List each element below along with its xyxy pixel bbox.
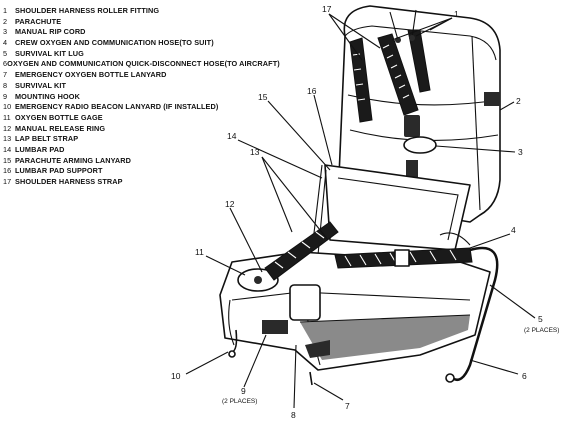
callout-1: 1 bbox=[454, 9, 459, 19]
callout-10: 10 bbox=[171, 371, 181, 381]
legend-label: SURVIVAL KIT LUG bbox=[15, 48, 84, 58]
legend-label: PARACHUTE bbox=[15, 16, 62, 26]
legend-item-1: 1 SHOULDER HARNESS ROLLER FITTING bbox=[3, 6, 273, 17]
legend-label: MANUAL RIP CORD bbox=[15, 27, 86, 37]
callout-9-note: (2 PLACES) bbox=[222, 398, 257, 405]
legend-num: 11 bbox=[3, 112, 11, 122]
legend-num: 8 bbox=[3, 80, 8, 90]
legend-item-2: 2 PARACHUTE bbox=[3, 17, 273, 28]
legend-label: SHOULDER HARNESS STRAP bbox=[15, 177, 123, 186]
legend-label: EMERGENCY OXYGEN BOTTLE LANYARD bbox=[15, 70, 167, 80]
legend-num: 13 bbox=[3, 134, 12, 144]
oxygen-bottle bbox=[289, 284, 321, 321]
legend-label: OXYGEN AND COMMUNICATION QUICK-DISCONNEC… bbox=[7, 59, 280, 69]
callout-8: 8 bbox=[291, 410, 296, 420]
callout-5: 5 bbox=[538, 314, 543, 324]
legend-num: 6 bbox=[3, 59, 8, 69]
legend-item-7: 7 EMERGENCY OXYGEN BOTTLE LANYARD bbox=[3, 70, 273, 81]
callout-3: 3 bbox=[518, 147, 523, 157]
legend-num: 9 bbox=[3, 91, 8, 101]
callout-4: 4 bbox=[511, 225, 516, 235]
legend-label: PARACHUTE ARMING LANYARD bbox=[15, 155, 132, 165]
legend-num: 10 bbox=[3, 102, 12, 112]
rip-cord-handle bbox=[403, 136, 437, 154]
legend-item-8: 8 SURVIVAL KIT bbox=[3, 81, 273, 92]
legend-num: 7 bbox=[3, 70, 8, 80]
legend-num: 17 bbox=[3, 177, 12, 186]
legend-label: MOUNTING HOOK bbox=[15, 91, 80, 101]
legend-item-4: 4 CREW OXYGEN AND COMMUNICATION HOSE(TO S… bbox=[3, 38, 273, 49]
callout-16: 16 bbox=[307, 86, 317, 96]
legend-num: 4 bbox=[3, 38, 8, 48]
legend-label: MANUAL RELEASE RING bbox=[15, 123, 106, 133]
legend-num: 16 bbox=[3, 166, 12, 176]
legend-num: 5 bbox=[3, 48, 8, 58]
callout-labels: 1 2 3 4 5 (2 PLACES) 6 7 8 9 (2 PLACES) … bbox=[171, 4, 559, 420]
callout-2: 2 bbox=[516, 96, 521, 106]
legend-label: CREW OXYGEN AND COMMUNICATION HOSE(TO SU… bbox=[15, 38, 214, 48]
legend-num: 12 bbox=[3, 123, 12, 133]
legend-num: 2 bbox=[3, 16, 8, 26]
lap-belt bbox=[264, 221, 473, 281]
callout-9: 9 bbox=[241, 386, 246, 396]
legend-label: LUMBAR PAD bbox=[15, 144, 65, 154]
shoulder-harness bbox=[349, 9, 437, 180]
legend-item-9: 9 MOUNTING HOOK bbox=[3, 92, 273, 103]
lap-belt-buckle bbox=[394, 249, 410, 267]
callout-11: 11 bbox=[195, 247, 204, 257]
legend-label: SHOULDER HARNESS ROLLER FITTING bbox=[15, 6, 160, 15]
legend-item-11: 11 OXYGEN BOTTLE GAGE bbox=[3, 113, 273, 124]
legend-num: 3 bbox=[3, 27, 8, 37]
callout-14: 14 bbox=[227, 131, 237, 141]
legend-label: LAP BELT STRAP bbox=[15, 134, 79, 144]
callout-17: 17 bbox=[322, 4, 332, 14]
callout-7: 7 bbox=[345, 401, 350, 411]
legend-num: 14 bbox=[3, 144, 12, 154]
callout-15: 15 bbox=[258, 92, 268, 102]
hoses bbox=[228, 232, 499, 386]
legend-label: OXYGEN BOTTLE GAGE bbox=[15, 112, 103, 122]
pack-buckle bbox=[484, 92, 500, 106]
legend-num: 1 bbox=[3, 6, 8, 15]
legend-item-5: 5 SURVIVAL KIT LUG bbox=[3, 49, 273, 60]
callout-13: 13 bbox=[250, 147, 260, 157]
callout-5-note: (2 PLACES) bbox=[524, 327, 559, 334]
callout-12: 12 bbox=[225, 199, 235, 209]
callout-6: 6 bbox=[522, 371, 527, 381]
legend-label: EMERGENCY RADIO BEACON LANYARD (IF INSTA… bbox=[15, 102, 219, 112]
leader-lines bbox=[185, 13, 536, 409]
survival-kit bbox=[219, 251, 491, 371]
legend-num: 15 bbox=[3, 155, 12, 165]
legend-label: SURVIVAL KIT bbox=[15, 80, 67, 90]
mounting-hook bbox=[262, 320, 288, 334]
legend-item-3: 3 MANUAL RIP CORD bbox=[3, 27, 273, 38]
legend-label: LUMBAR PAD SUPPORT bbox=[15, 166, 103, 176]
